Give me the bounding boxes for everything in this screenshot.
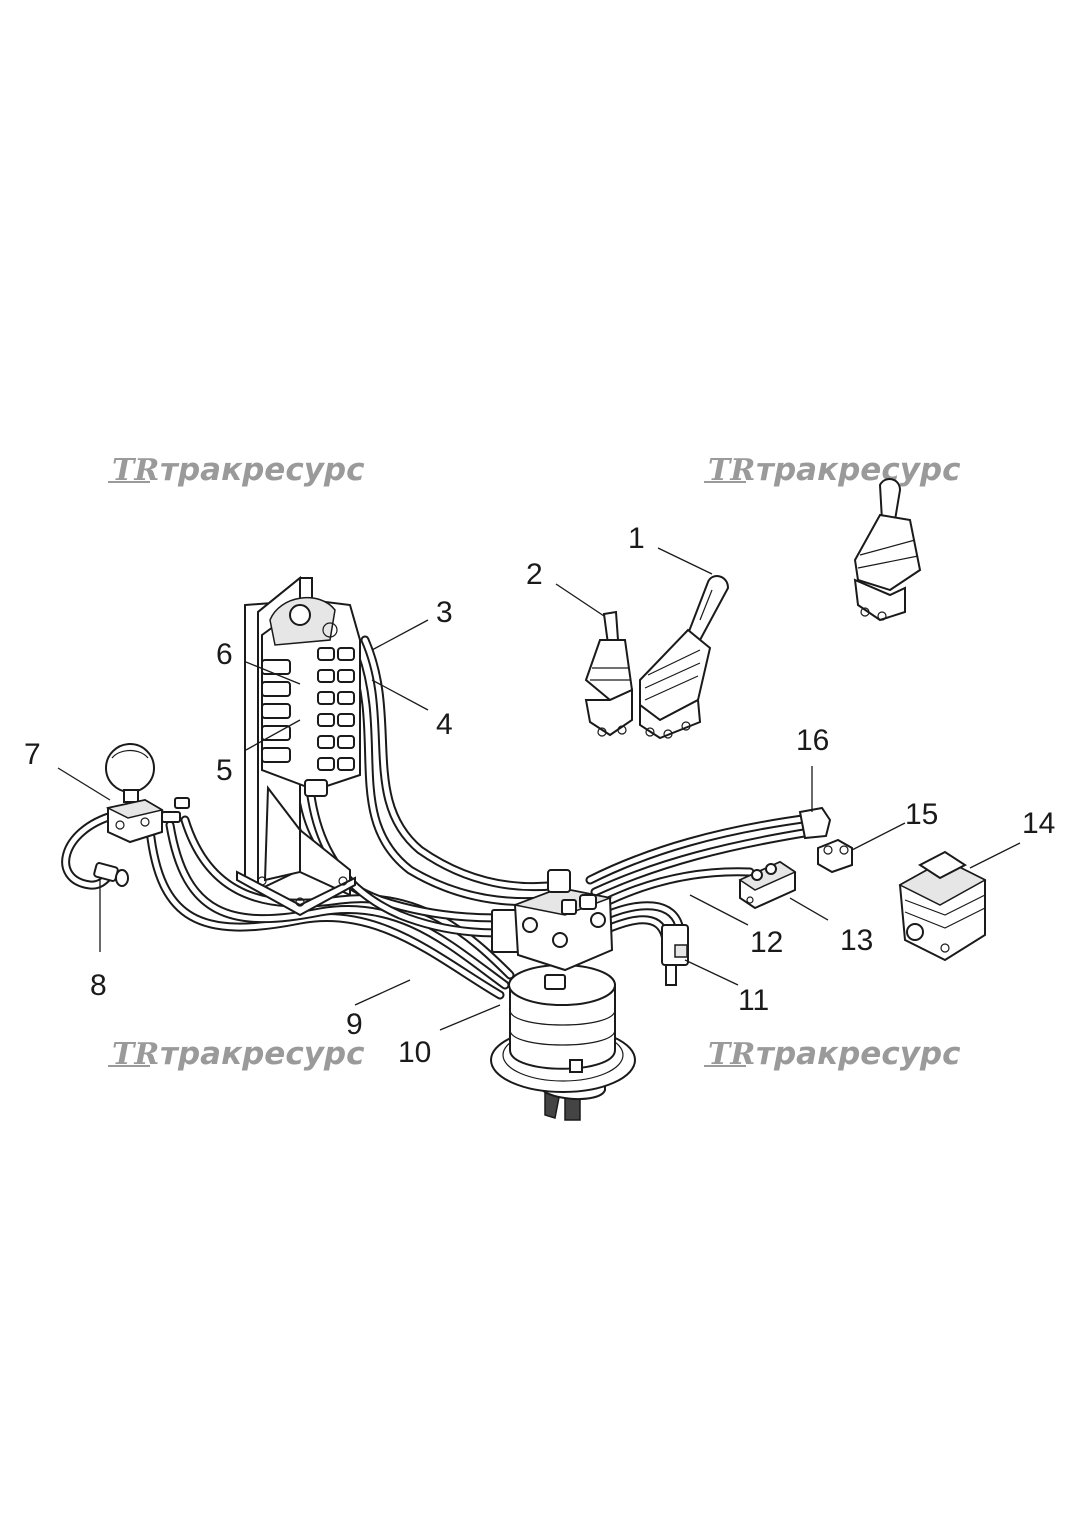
leader-lines [57,547,1021,1031]
callout-15: 15 [905,798,938,831]
joystick-icon [584,610,634,737]
accumulator-icon [105,743,190,844]
callout-6: 6 [216,638,233,671]
base-plate [236,870,356,917]
callout-4: 4 [436,708,453,741]
manifold-icon [738,860,797,910]
watermark-top-right: TR тракресурс [704,452,961,488]
control-valve-assembly [236,575,361,917]
callout-14: 14 [1022,807,1055,840]
callout-2: 2 [526,558,543,591]
watermark-text: тракресурс [160,452,365,488]
watermark-text: тракресурс [756,1036,961,1072]
solenoid-icon [661,924,689,986]
joystick-grip [686,575,730,642]
watermark-text: тракресурс [160,1036,365,1072]
watermark-text: тракресурс [756,452,961,488]
callout-7: 7 [24,738,41,771]
callout-9: 9 [346,1008,363,1041]
joystick-icon [639,575,730,740]
watermark-top-left: TR тракресурс [108,452,365,488]
valve-block-icon [261,596,361,797]
callout-8: 8 [90,969,107,1002]
callout-1: 1 [628,522,645,555]
callout-16: 16 [796,724,829,757]
swing-motor-icon [490,869,636,1121]
callout-13: 13 [840,924,873,957]
watermark-bottom-left: TR тракресурс [108,1036,365,1072]
callout-11: 11 [738,984,769,1017]
joystick-icon [853,478,922,622]
callout-5: 5 [216,754,233,787]
callout-3: 3 [436,596,453,629]
callout-12: 12 [750,926,783,959]
fitting-icon [93,862,129,887]
pedal-valve-icon [898,850,987,962]
callout-10: 10 [398,1036,431,1069]
callout-labels: 1 2 3 4 5 6 7 8 9 10 11 12 13 14 15 16 [24,522,1055,1069]
fitting-icon [798,806,853,874]
watermark-bottom-right: TR тракресурс [704,1036,961,1072]
